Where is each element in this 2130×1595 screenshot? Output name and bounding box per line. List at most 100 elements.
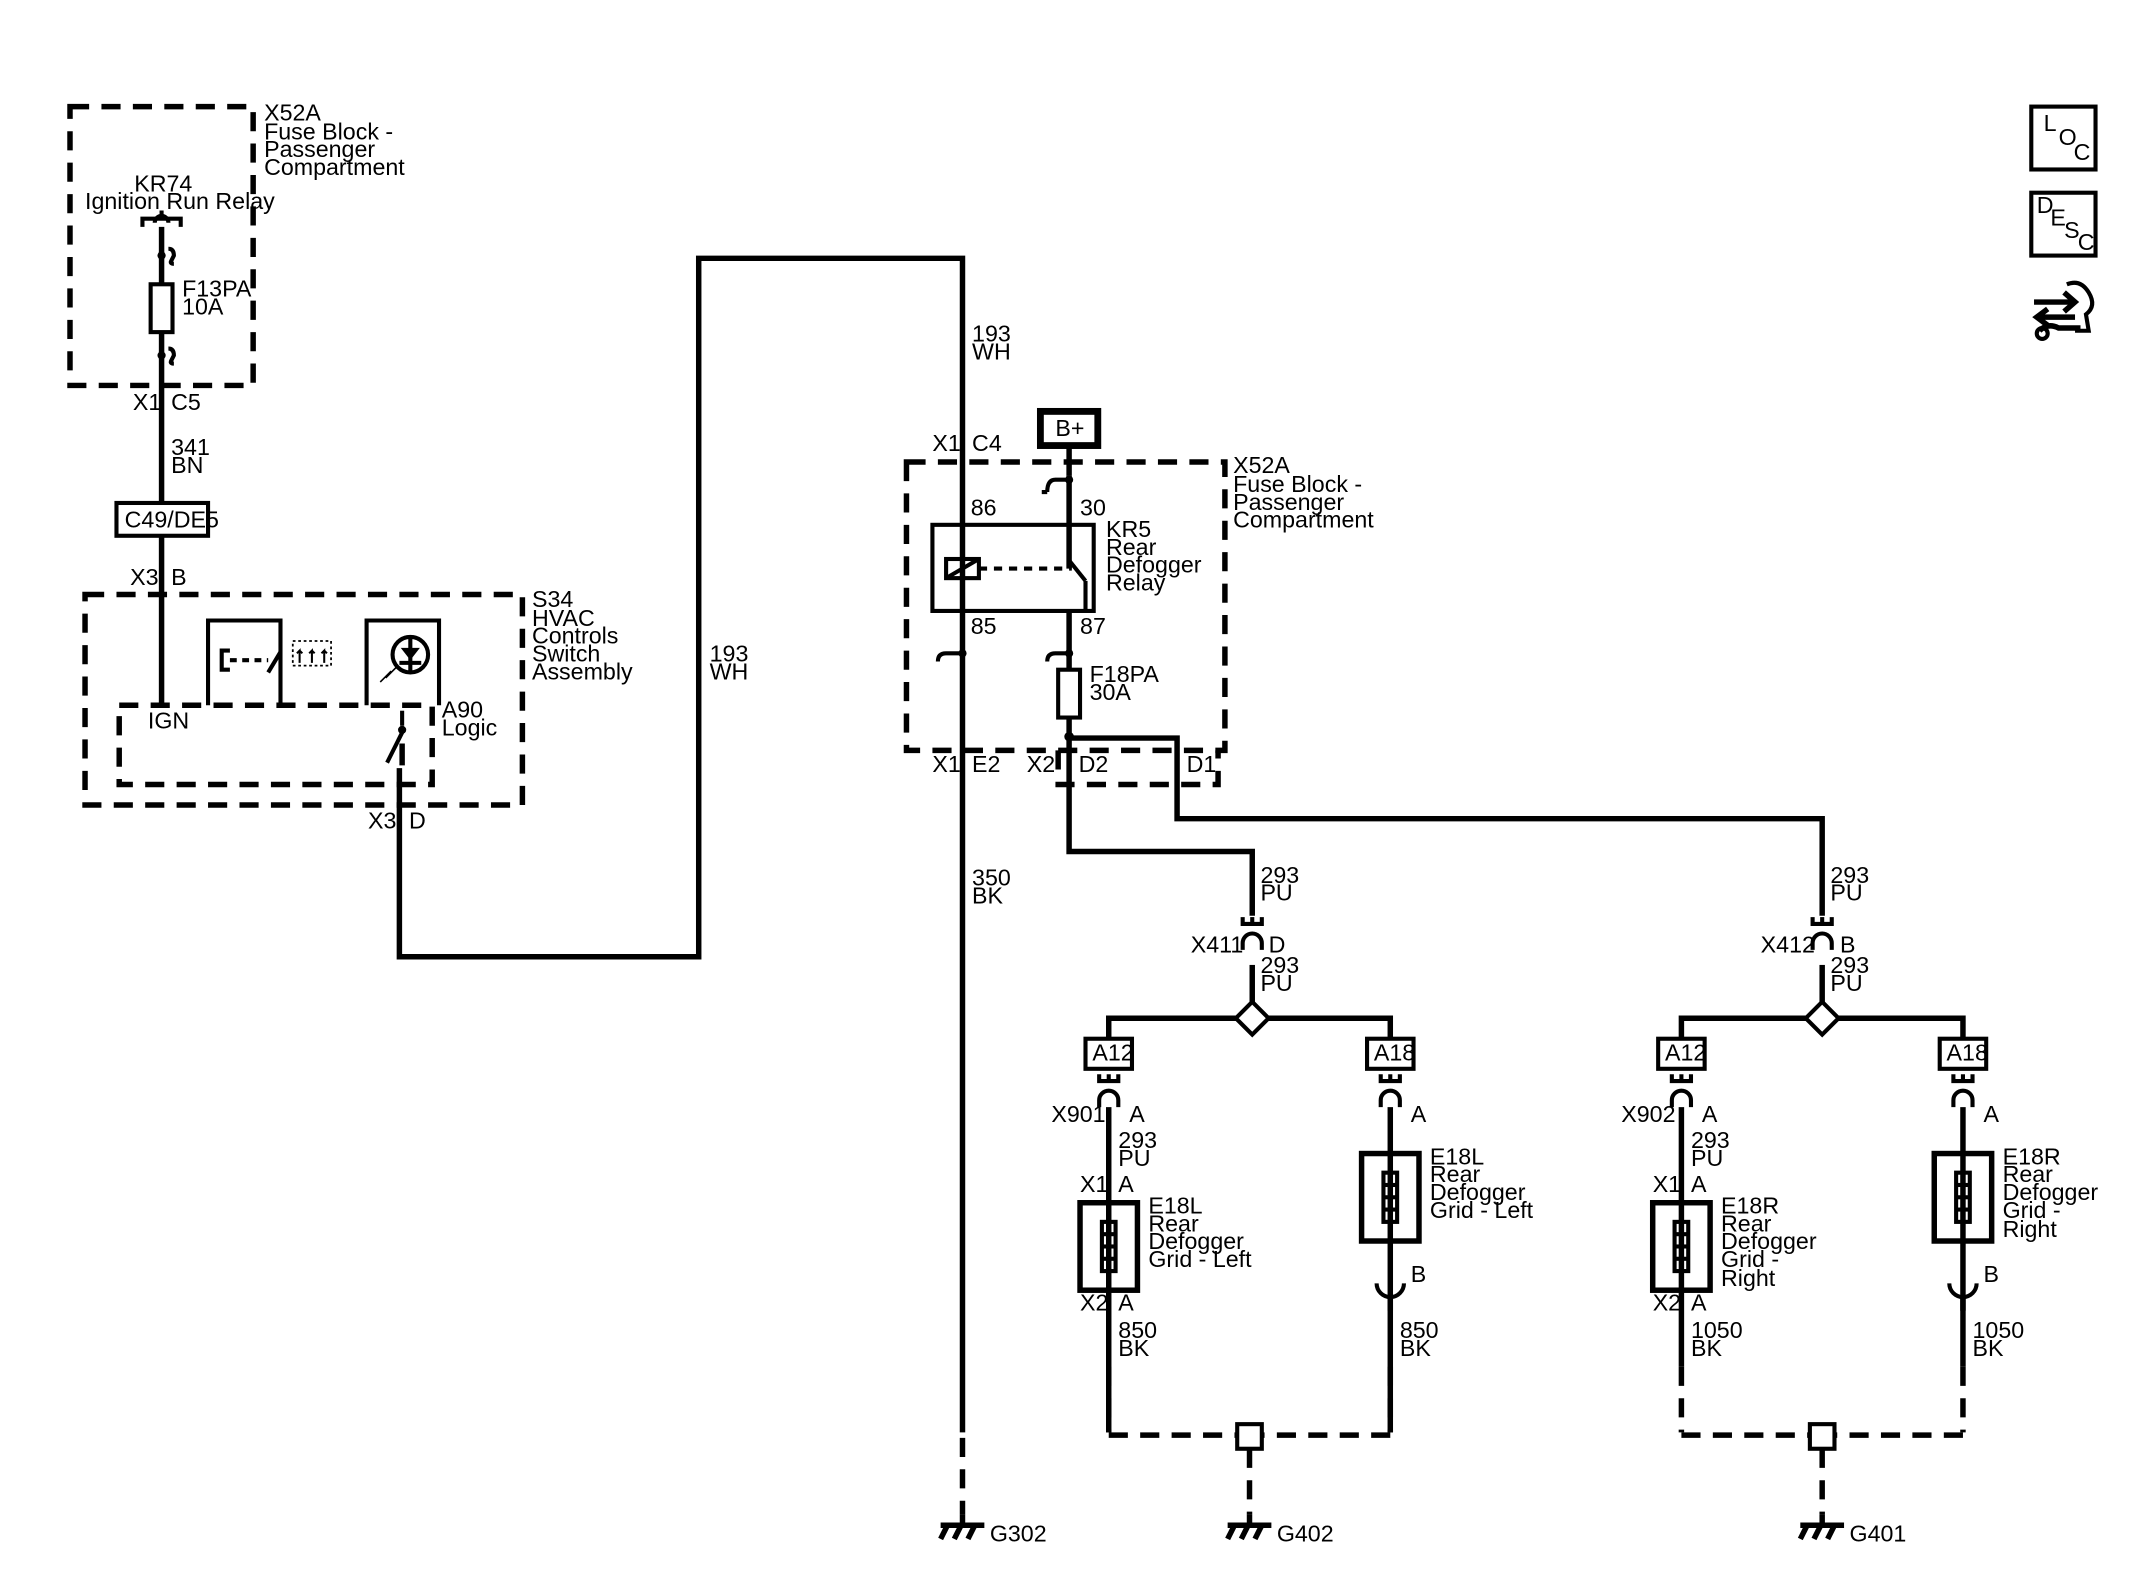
pin-label: A <box>1691 1171 1707 1197</box>
a12-label: A12 <box>1665 1040 1706 1066</box>
desc-icon[interactable]: D E S C <box>2029 190 2098 258</box>
battery-text: B+ <box>1055 415 1084 441</box>
rear-defog-symbol-icon <box>291 640 332 667</box>
ground-g302: G302 <box>941 1514 1047 1547</box>
circuit-number: 341 <box>171 434 210 460</box>
pin-label: C4 <box>972 430 1002 456</box>
fuse-block-name-2: Passenger <box>1233 489 1344 515</box>
grid-name-3: Grid - Left <box>1430 1197 1534 1223</box>
fuse-id: F18PA <box>1090 661 1160 687</box>
connector-label: X3 <box>368 807 396 833</box>
pin-label: A <box>1118 1171 1134 1197</box>
wire-color: BN <box>171 452 203 478</box>
wire-color: WH <box>972 338 1011 364</box>
hvac-switch-assembly: X3 B S34 HVAC Controls Switch Assembly I… <box>82 564 633 833</box>
connector-label: X902 <box>1621 1101 1675 1127</box>
circuit-number: 1050 <box>1973 1317 2025 1343</box>
loc-letter: C <box>2074 139 2091 165</box>
fuse-block-upper-left: X52A Fuse Block - Passenger Compartment … <box>67 99 405 415</box>
fuse-block-relay-kr5: X1 C4 X52A Fuse Block - Passenger Compar… <box>903 407 1374 788</box>
grid-name-1: Rear <box>2003 1161 2054 1187</box>
circuit-number: 293 <box>1830 952 1869 978</box>
circuit-number: 293 <box>1118 1127 1157 1153</box>
fuse-block-id: X52A <box>264 99 321 125</box>
splice-text: C49/DE5 <box>125 507 219 533</box>
loc-letter: L <box>2044 110 2057 136</box>
wire-color: PU <box>1118 1145 1150 1171</box>
fuse-id: F13PA <box>182 276 252 302</box>
battery-positive-box: B+ <box>1036 407 1102 449</box>
module-name-2: Controls <box>532 623 618 649</box>
fuse-block-name-1: Fuse Block - <box>264 118 393 144</box>
pin-label: A <box>1118 1290 1134 1316</box>
fuse-rating: 30A <box>1090 679 1132 705</box>
connector-label: X1 <box>932 430 960 456</box>
module-name-3: Switch <box>532 641 600 667</box>
wire-color: PU <box>1260 970 1292 996</box>
pin-label: B <box>1840 932 1855 958</box>
a12-label: A12 <box>1092 1040 1133 1066</box>
x2-label: X2 <box>1653 1290 1681 1316</box>
grid-name-2: Defogger <box>2003 1179 2099 1205</box>
connector-label: X411 <box>1191 932 1244 958</box>
wire-color: BK <box>1973 1335 2004 1361</box>
ign-label: IGN <box>148 707 189 733</box>
circuit-number: 350 <box>972 865 1011 891</box>
pin-85: 85 <box>971 613 997 639</box>
circuit-number: 293 <box>1691 1127 1730 1153</box>
ground-label: G302 <box>990 1521 1047 1547</box>
ground-g402: G402 <box>1228 1514 1334 1547</box>
module-id: S34 <box>532 586 573 612</box>
circuit-number: 850 <box>1118 1317 1157 1343</box>
relay-id: KR74 <box>134 170 192 196</box>
loc-letter: O <box>2059 124 2077 150</box>
connector-label: X1 <box>932 751 960 777</box>
fuse-block-name-3: Compartment <box>264 154 405 180</box>
loc-icon[interactable]: L O C <box>2029 104 2098 172</box>
wire-label-193-left: 193 WH <box>710 641 749 685</box>
wire-color: PU <box>1260 880 1292 906</box>
circuit-number: 193 <box>710 641 749 667</box>
right-branch: 293 PU X412 B 293 PU A12 A18 X902 A A 29… <box>1621 862 2099 1451</box>
fuse-block-name-1: Fuse Block - <box>1233 471 1362 497</box>
relay-name-2: Defogger <box>1106 552 1202 578</box>
connector-label: X1 <box>133 389 161 415</box>
relay-name-3: Relay <box>1106 569 1166 595</box>
pin-label: B <box>1411 1261 1427 1287</box>
circuit-number: 293 <box>1830 862 1869 888</box>
grid-id: E18R <box>2003 1143 2061 1169</box>
wire-label-341: 341 BN <box>171 434 210 478</box>
grid-name-1: Rear <box>1148 1210 1199 1236</box>
x1-label: X1 <box>1080 1171 1108 1197</box>
ground-g401: G401 <box>1800 1514 1906 1547</box>
relay-id: KR5 <box>1106 516 1151 542</box>
connector-label: X901 <box>1051 1101 1105 1127</box>
wire-label-350: 350 BK <box>972 865 1011 909</box>
connector-label: X412 <box>1761 932 1815 958</box>
connector-view-icon[interactable] <box>2032 280 2095 342</box>
desc-letter: C <box>2078 229 2095 255</box>
relay-name: Ignition Run Relay <box>85 188 275 214</box>
pin-label: D2 <box>1079 751 1109 777</box>
splice-c49: C49/DE5 <box>114 500 219 538</box>
pin-label: D <box>409 807 426 833</box>
x2-label: X2 <box>1080 1290 1108 1316</box>
circuit-number: 1050 <box>1691 1317 1743 1343</box>
grid-name-3: Grid - <box>2003 1197 2061 1223</box>
indicator-led-icon <box>379 634 431 683</box>
connector-label: X3 <box>130 564 158 590</box>
grid-name-3: Grid - <box>1721 1246 1779 1272</box>
wires <box>158 255 1966 1515</box>
circuit-number: 293 <box>1260 952 1299 978</box>
circuit-number: 850 <box>1400 1317 1439 1343</box>
desc-letter: D <box>2037 192 2054 218</box>
grid-name-2: Defogger <box>1430 1179 1526 1205</box>
pin-label: A <box>1702 1101 1718 1127</box>
logic-id: A90 <box>442 697 483 723</box>
pin-30: 30 <box>1080 494 1106 520</box>
desc-letter: E <box>2050 205 2065 231</box>
pin-label: C5 <box>171 389 201 415</box>
wire-color: BK <box>1118 1335 1149 1361</box>
module-name-1: HVAC <box>532 605 595 631</box>
